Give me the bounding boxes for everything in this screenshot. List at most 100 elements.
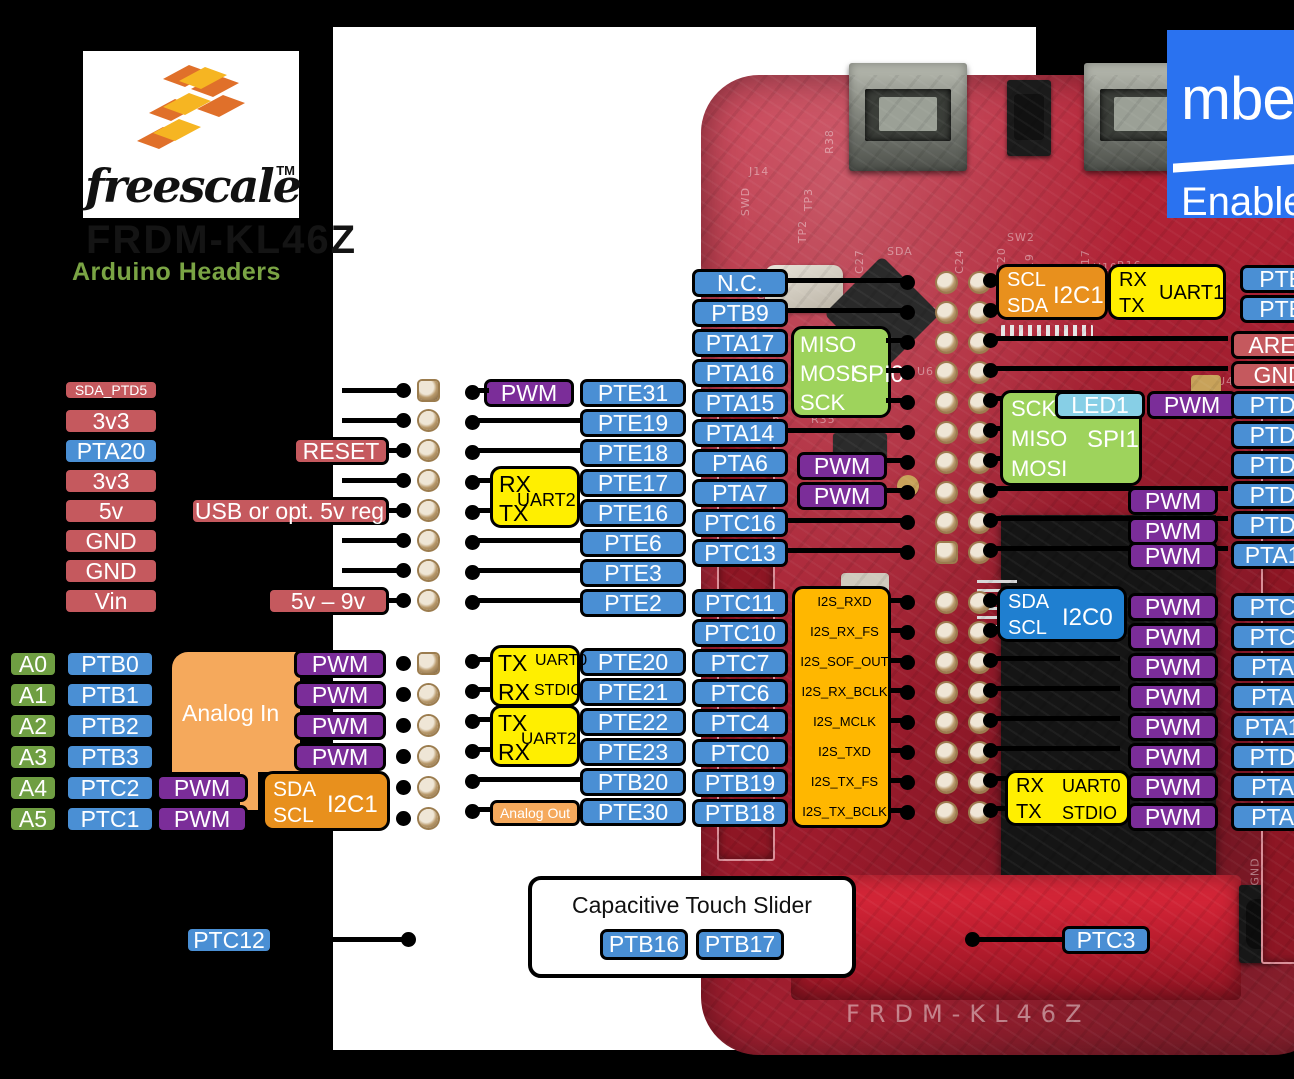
pin-label-ptb18[interactable]: PTB18 [692,799,788,827]
pin-label-ptc4[interactable]: PTC4 [692,709,788,737]
pwm-tag-pta2[interactable]: PWM [1128,803,1218,831]
note-5v-9v[interactable]: 5v – 9v [267,587,389,615]
analog-in-group[interactable]: Analog In [172,652,300,772]
arduino-pin-a1[interactable]: A1 [8,681,58,709]
switch-pin-ptc12[interactable]: PTC12 [185,926,273,954]
touch-pin-ptb16[interactable]: PTB16 [600,929,688,960]
pin-label-ptb1[interactable]: PTB1 [65,681,155,709]
pin-label-ptc2[interactable]: PTC2 [65,774,155,802]
pwm-tag-ptd4[interactable]: PWM [1128,487,1218,515]
pin-label-ptc9[interactable]: PTC9 [1231,593,1294,621]
pin-label-pta7[interactable]: PTA7 [692,479,788,507]
led1-tag[interactable]: LED1 [1055,391,1145,419]
pwm-tag-a3[interactable]: PWM [294,743,386,771]
note-reset[interactable]: RESET [293,437,389,465]
pin-label-3v3-b[interactable]: 3v3 [63,467,159,495]
spi0-group[interactable]: MISO MOSI SCK SPI0 [791,326,904,418]
pin-label-ptc10[interactable]: PTC10 [692,619,788,647]
pwm-tag-pta7[interactable]: PWM [797,482,887,510]
pin-label-pta2[interactable]: PTA2 [1231,803,1294,831]
pwm-tag-ptc9[interactable]: PWM [1128,593,1218,621]
pin-label-ptb20[interactable]: PTB20 [580,768,686,796]
pwm-tag-ptd3[interactable]: PWM [1128,743,1218,771]
pin-label-3v3-a[interactable]: 3v3 [63,407,159,435]
uart0-stdio-group-right[interactable]: RX TX UART0 STDIO [1005,770,1130,826]
note-usb-5v-reg[interactable]: USB or opt. 5v reg [190,497,389,525]
pin-label-ptc16[interactable]: PTC16 [692,509,788,537]
pwm-tag-pta4[interactable]: PWM [1128,683,1218,711]
pin-label-pta5[interactable]: PTA5 [1231,653,1294,681]
touch-pin-ptb17[interactable]: PTB17 [696,929,784,960]
pin-label-5v[interactable]: 5v [63,497,159,525]
pwm-tag-a5[interactable]: PWM [156,805,248,833]
switch-pin-ptc3[interactable]: PTC3 [1062,926,1150,954]
pin-label-ptd6[interactable]: PTD6 [1231,451,1294,479]
pin-label-pta1[interactable]: PTA1 [1231,773,1294,801]
uart1-group[interactable]: RX TX UART1 [1108,264,1226,320]
pin-label-sda-ptd5[interactable]: SDA_PTD5 [63,379,159,401]
pin-label-pte6[interactable]: PTE6 [580,529,686,557]
pwm-tag-a1[interactable]: PWM [294,681,386,709]
pin-label-vin[interactable]: Vin [63,587,159,615]
pin-label-pta16[interactable]: PTA16 [692,359,788,387]
pin-label-ptb3[interactable]: PTB3 [65,743,155,771]
arduino-pin-a4[interactable]: A4 [8,774,58,802]
pin-label-ptc11[interactable]: PTC11 [692,589,788,617]
pin-label-ptb19[interactable]: PTB19 [692,769,788,797]
arduino-pin-a3[interactable]: A3 [8,743,58,771]
pin-label-gnd-b[interactable]: GND [63,557,159,585]
pin-label-gnd-right[interactable]: GND [1231,361,1294,389]
pin-label-pte1[interactable]: PTE1 [1240,265,1294,293]
pin-label-ptb0[interactable]: PTB0 [65,650,155,678]
pin-label-ptc0[interactable]: PTC0 [692,739,788,767]
pwm-tag-a4[interactable]: PWM [156,774,248,802]
pin-label-pte0[interactable]: PTE0 [1240,295,1294,323]
pin-label-pte19[interactable]: PTE19 [580,409,686,437]
pin-label-ptd5[interactable]: PTD5 [1231,391,1294,419]
pin-label-ptd3[interactable]: PTD3 [1231,743,1294,771]
pwm-tag-ptd2[interactable]: PWM [1128,517,1218,545]
pin-label-pte30[interactable]: PTE30 [580,798,686,826]
pwm-tag-a2[interactable]: PWM [294,712,386,740]
arduino-pin-a0[interactable]: A0 [8,650,58,678]
pin-label-ptd2[interactable]: PTD2 [1231,511,1294,539]
pin-label-ptc8[interactable]: PTC8 [1231,623,1294,651]
pin-label-pta17[interactable]: PTA17 [692,329,788,357]
pin-label-pta14[interactable]: PTA14 [692,419,788,447]
pin-label-ptd4[interactable]: PTD4 [1231,481,1294,509]
pin-label-pta4[interactable]: PTA4 [1231,683,1294,711]
uart2-group-upper[interactable]: RX TX UART2 [490,466,580,528]
pin-label-pte16[interactable]: PTE16 [580,499,686,527]
pwm-tag-pte31[interactable]: PWM [484,379,574,407]
pin-label-nc[interactable]: N.C. [692,269,788,297]
pwm-tag-ptc8[interactable]: PWM [1128,623,1218,651]
pwm-tag-pta12[interactable]: PWM [1128,713,1218,741]
pin-label-aref[interactable]: AREF [1231,331,1294,359]
pin-label-pta15[interactable]: PTA15 [692,389,788,417]
uart0-stdio-group-left[interactable]: TX RX UART0 STDIO [490,645,587,707]
i2c0-group[interactable]: SDA SCL I2C0 [997,586,1127,642]
pin-label-pte17[interactable]: PTE17 [580,469,686,497]
pin-label-pte22[interactable]: PTE22 [580,708,686,736]
pin-label-pte2[interactable]: PTE2 [580,589,686,617]
pin-label-gnd-a[interactable]: GND [63,527,159,555]
pin-label-ptc1[interactable]: PTC1 [65,805,155,833]
arduino-pin-a5[interactable]: A5 [8,805,58,833]
pwm-tag-pta5[interactable]: PWM [1128,653,1218,681]
pin-label-ptd7[interactable]: PTD7 [1231,421,1294,449]
uart2-group-lower[interactable]: TX RX UART2 [490,705,580,767]
pin-label-pta13[interactable]: PTA13 [1231,541,1294,569]
pin-label-pta20[interactable]: PTA20 [63,437,159,465]
pwm-tag-ptd5[interactable]: PWM [1147,391,1237,419]
pin-label-ptc6[interactable]: PTC6 [692,679,788,707]
pwm-tag-pta6[interactable]: PWM [797,452,887,480]
pin-label-pte23[interactable]: PTE23 [580,738,686,766]
pwm-tag-a0[interactable]: PWM [294,650,386,678]
pin-label-pte31[interactable]: PTE31 [580,379,686,407]
pin-label-ptc7[interactable]: PTC7 [692,649,788,677]
analog-out-tag[interactable]: Analog Out [490,800,580,826]
pin-label-ptc13[interactable]: PTC13 [692,539,788,567]
pin-label-pte20[interactable]: PTE20 [580,648,686,676]
pin-label-ptb2[interactable]: PTB2 [65,712,155,740]
pwm-tag-pta13[interactable]: PWM [1128,542,1218,570]
